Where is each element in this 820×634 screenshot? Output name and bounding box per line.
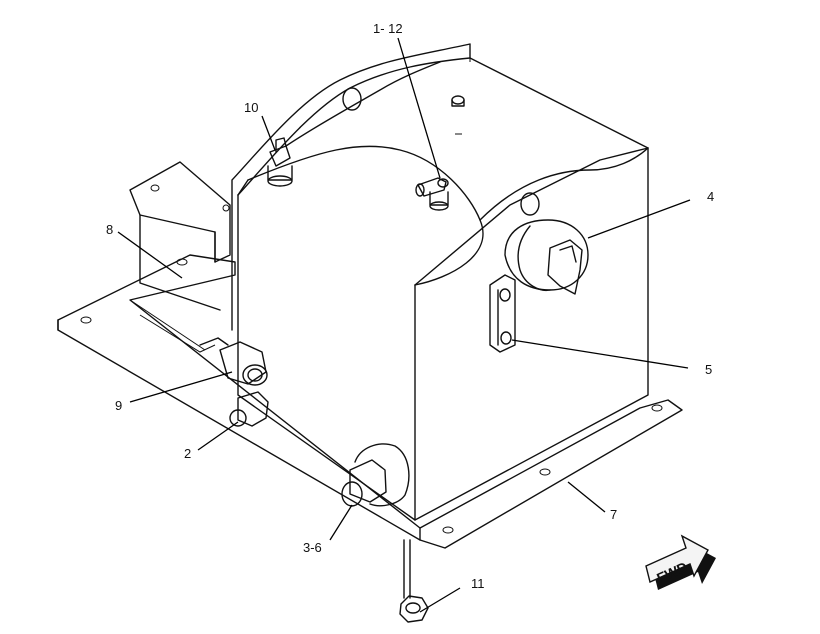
elbow-fitting	[267, 137, 293, 187]
vent-hose	[285, 61, 441, 147]
drain-plug	[399, 539, 429, 623]
top-fitting	[415, 177, 449, 211]
tank-body	[231, 43, 649, 521]
callout-7: 7	[610, 507, 617, 522]
callout-5: 5	[705, 362, 712, 377]
callout-8: 8	[106, 222, 113, 237]
callout-2: 2	[184, 446, 191, 461]
level-gauge	[504, 219, 589, 295]
forward-direction-arrow: FWD	[645, 534, 716, 590]
callout-4: 4	[707, 189, 714, 204]
side-fitting-upper	[199, 337, 268, 386]
callout-9: 9	[115, 398, 122, 413]
side-bracket	[129, 161, 231, 311]
callout-10: 10	[244, 100, 258, 115]
leader-lines	[117, 37, 691, 613]
callout-3-6: 3-6	[303, 540, 322, 555]
side-fitting-lower	[229, 391, 269, 427]
callout-11: 11	[471, 576, 485, 591]
callout-1-12: 1- 12	[373, 21, 403, 36]
switch-bracket	[489, 274, 516, 353]
mounting-plate	[57, 254, 683, 549]
callout-labels: 1- 12 2 3-6 4 5 7 8 9 10 11	[106, 21, 714, 591]
